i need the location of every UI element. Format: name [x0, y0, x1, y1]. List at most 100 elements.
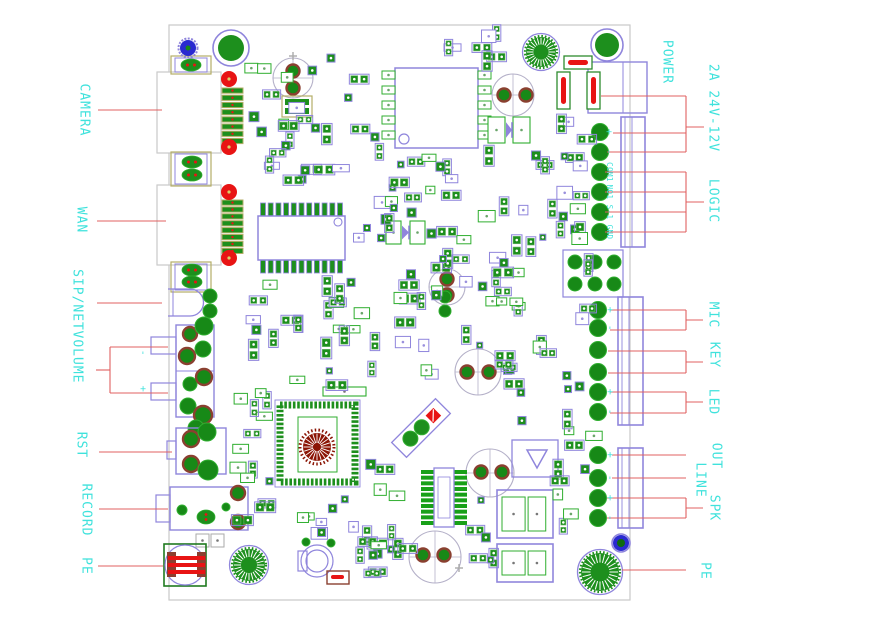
line-spk-terminal-pin — [589, 489, 607, 507]
pad-dot — [462, 238, 466, 241]
pad-dot — [446, 262, 450, 265]
pe-transformer-bar — [168, 556, 205, 560]
pad-dot — [562, 521, 565, 524]
pad-dot — [251, 318, 255, 322]
ssop-ic-pad — [454, 487, 467, 491]
label-rst: RST — [74, 432, 89, 458]
smd-chip — [282, 174, 305, 186]
wide-soic-ic-pad — [321, 259, 328, 274]
ssop-ic-pad — [421, 521, 434, 525]
thermal-ray — [317, 434, 322, 444]
smd-chip — [355, 546, 365, 564]
pad-dot — [506, 271, 510, 274]
smd-chip — [350, 123, 371, 135]
pad-dot — [586, 262, 590, 266]
pad-dot — [502, 261, 506, 265]
main-processor-qfp-thermal-ring — [298, 428, 336, 466]
record-jack-oval-pad — [196, 509, 216, 525]
pad-dot — [478, 528, 482, 532]
smd-chip — [230, 514, 254, 527]
camera-connector-body — [156, 71, 222, 154]
smd-chip — [374, 142, 385, 161]
camera-pin-strip-dot — [231, 118, 234, 121]
volume-tab-minus — [150, 336, 177, 355]
pad-dot — [253, 411, 256, 414]
pad-dot — [371, 553, 375, 557]
smd-chip — [254, 501, 277, 514]
camera-wan-mount-pads-dot — [187, 160, 190, 164]
pad-dot — [590, 307, 594, 310]
bottom-jack-pads — [301, 537, 311, 547]
pin-label: + — [137, 386, 148, 392]
led-indicator-strip-green-led — [402, 430, 419, 447]
pad-dot — [388, 468, 391, 471]
pad-dot — [447, 50, 450, 54]
serration — [250, 550, 254, 558]
smd-chip — [562, 408, 573, 430]
pad-dot — [285, 76, 289, 79]
line-spk-terminal — [617, 447, 644, 529]
pad-dot — [483, 88, 486, 92]
label-mic: MIC — [706, 302, 721, 328]
pad-dot — [252, 115, 256, 118]
smd-chip — [491, 266, 515, 279]
electrolytic-cap-pad — [496, 87, 512, 103]
pad-dot — [314, 126, 317, 130]
pad-dot — [505, 290, 509, 293]
serration — [586, 558, 594, 566]
serration — [255, 556, 263, 562]
mounting-hole-serrated-top — [521, 32, 561, 72]
label-wan: WAN — [74, 207, 89, 233]
label-pe-right: PE — [698, 562, 713, 580]
serration — [244, 550, 248, 558]
ssop-ic-pad — [421, 470, 434, 474]
pad-dot — [485, 64, 489, 68]
pad-dot — [338, 297, 341, 300]
pad-dot — [365, 226, 369, 230]
pad-dot — [430, 232, 433, 235]
pad-dot — [246, 476, 249, 480]
main-processor-qfp — [274, 399, 361, 488]
pad-dot — [411, 547, 414, 550]
smd-chip — [293, 314, 304, 333]
pad-dot — [566, 412, 569, 416]
pad-dot — [363, 127, 367, 131]
pad-dot — [216, 539, 219, 542]
pad-dot — [550, 351, 554, 355]
crystal — [281, 95, 313, 118]
pad-dot — [378, 154, 381, 158]
smd-chip — [320, 336, 333, 360]
smd-chip — [494, 359, 514, 370]
pad-dot — [259, 391, 263, 395]
pad-dot — [507, 382, 511, 386]
smd-chip — [556, 113, 567, 135]
thermal-ray — [317, 450, 322, 460]
pad-dot — [395, 494, 399, 498]
pad-dot — [370, 363, 374, 367]
serration — [252, 571, 258, 579]
serration — [607, 576, 616, 582]
pad-dot — [494, 281, 498, 284]
serration — [240, 551, 246, 559]
pad-dot — [578, 237, 581, 240]
record-jack-pads — [221, 502, 231, 512]
ssop-ic-pad — [421, 515, 434, 520]
pin-label: + — [604, 389, 615, 395]
camera-wan-mount-pads — [170, 151, 212, 187]
pad-dot — [303, 168, 307, 172]
pin-label: + — [604, 307, 615, 313]
record-jack-oval-pad-dot — [204, 513, 208, 516]
smd-chip — [404, 192, 422, 203]
smd-chip — [451, 254, 470, 264]
pad-dot — [358, 549, 362, 553]
wide-soic-ic-pad — [298, 259, 305, 274]
pad-dot — [260, 130, 263, 134]
pad-dot — [582, 307, 586, 310]
ssop-ic-pad — [454, 481, 467, 486]
smd-chip — [503, 378, 525, 390]
wide-soic-ic-pad — [290, 202, 297, 217]
pad-dot — [399, 163, 403, 166]
pad-dot — [389, 548, 393, 551]
smd-chip — [398, 279, 420, 291]
serration — [256, 560, 264, 564]
